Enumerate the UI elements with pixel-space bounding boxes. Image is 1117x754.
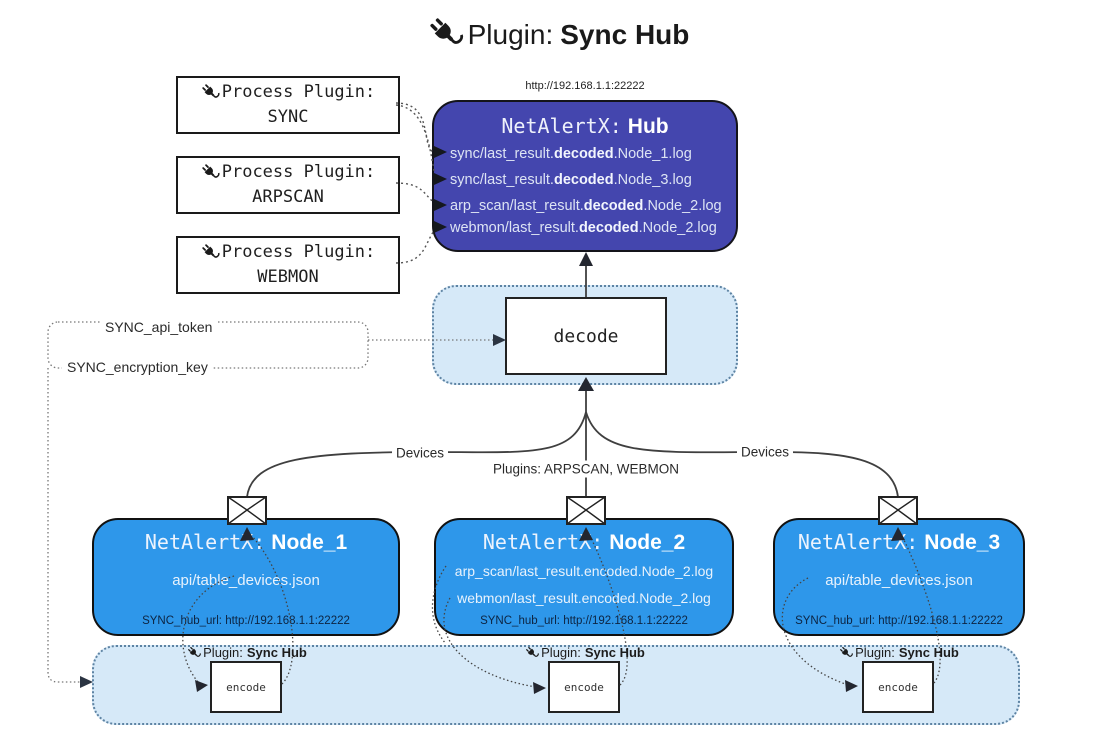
encode-1-box: encode [210,661,282,713]
encode-2-box: encode [548,661,620,713]
node-3-title: NetAlertX:Node_3 [797,530,1001,554]
arrowhead-into-hub [579,252,593,266]
hub-file-2: sync/last_result.decoded.Node_3.log [450,172,692,188]
node-2-hub-url: SYNC_hub_url: http://192.168.1.1:22222 [480,615,688,627]
process-plugin-sync: Process Plugin: SYNC [176,76,400,134]
plug-icon [428,16,464,52]
encode-3-box: encode [862,661,934,713]
node-2-file-2: webmon/last_result.encoded.Node_2.log [457,590,711,606]
process-plugin-name: WEBMON [257,267,319,287]
edge-label-devices-left: Devices [391,444,449,462]
edge-label-devices-right: Devices [736,443,794,461]
hub-file-4: webmon/last_result.decoded.Node_2.log [450,220,717,236]
page-title-name: Sync Hub [560,19,690,50]
encode-3-plugin-label: Plugin:Sync Hub [839,645,959,660]
plug-icon [839,646,853,660]
hub-box: NetAlertX:Hub sync/last_result.decoded.N… [432,100,738,252]
node-2-box: NetAlertX:Node_2 arp_scan/last_result.en… [434,518,734,636]
process-plugin-connectors [395,102,437,264]
encode-2-plugin-label: Plugin:Sync Hub [525,645,645,660]
hub-url: http://192.168.1.1:22222 [525,80,645,92]
hub-title: NetAlertX:Hub [434,114,736,139]
process-plugin-label: Process Plugin: [221,162,376,182]
decode-label: decode [553,325,619,347]
process-plugin-arpscan: Process Plugin: ARPSCAN [176,156,400,214]
edge-label-plugins-mid: Plugins: ARPSCAN, WEBMON [488,460,684,478]
process-plugin-label: Process Plugin: [221,82,376,102]
process-plugin-name: SYNC [267,107,309,127]
hub-file-3: arp_scan/last_result.decoded.Node_2.log [450,198,722,214]
hub-title-prefix: NetAlertX: [501,114,622,138]
plug-icon [201,163,220,182]
hub-file-1: sync/last_result.decoded.Node_1.log [450,146,692,162]
setting-encryption-key-label: SYNC_encryption_key [62,359,213,375]
process-plugin-webmon: Process Plugin: WEBMON [176,236,400,294]
node-1-hub-url: SYNC_hub_url: http://192.168.1.1:22222 [142,615,350,627]
process-plugin-name: ARPSCAN [252,187,324,207]
process-plugin-label: Process Plugin: [221,242,376,262]
node-1-title: NetAlertX:Node_1 [144,530,348,554]
node-1-file: api/table_devices.json [172,572,320,589]
node-2-file-1: arp_scan/last_result.encoded.Node_2.log [454,563,714,579]
encode-1-plugin-label: Plugin:Sync Hub [187,645,307,660]
hub-title-name: Hub [627,115,669,138]
node-2-title: NetAlertX:Node_2 [482,530,686,554]
setting-api-token-label: SYNC_api_token [100,319,218,335]
plug-icon [187,646,201,660]
page-title-prefix: Plugin: [467,19,554,50]
node-3-file: api/table_devices.json [825,572,973,589]
decode-box: decode [505,297,667,375]
arrow-nodes-to-decode [246,386,899,498]
page-title: Plugin:Sync Hub [0,16,1117,52]
node-3-hub-url: SYNC_hub_url: http://192.168.1.1:22222 [795,615,1003,627]
plug-icon [201,243,220,262]
plug-icon [201,83,220,102]
plug-icon [525,646,539,660]
node-3-box: NetAlertX:Node_3 api/table_devices.json … [773,518,1025,636]
node-1-box: NetAlertX:Node_1 api/table_devices.json … [92,518,400,636]
